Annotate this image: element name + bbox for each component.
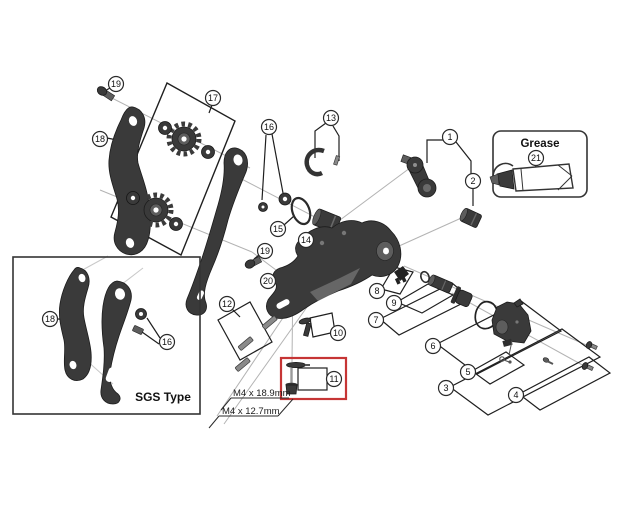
bracket-6 bbox=[435, 300, 563, 375]
callout-10: 10 bbox=[329, 324, 347, 342]
mount-screw-b bbox=[581, 362, 594, 371]
callout-14: 14 bbox=[297, 231, 315, 249]
bolt-small-4 bbox=[542, 357, 554, 365]
sgs-type-label: SGS Type bbox=[135, 390, 191, 404]
svg-text:15: 15 bbox=[273, 224, 283, 234]
screw11-box bbox=[297, 367, 328, 391]
callout-20: 20 bbox=[259, 272, 277, 290]
bracket-4 bbox=[517, 356, 612, 411]
screw-11-vertical bbox=[285, 368, 298, 395]
pulley-upper bbox=[166, 121, 202, 157]
svg-text:19: 19 bbox=[260, 246, 270, 256]
svg-text:16: 16 bbox=[162, 337, 172, 347]
connector-8 bbox=[394, 266, 409, 285]
callout-4: 4 bbox=[507, 386, 525, 404]
svg-text:8: 8 bbox=[374, 286, 379, 296]
callout-18: 18 bbox=[41, 310, 59, 328]
grease-box-title: Grease bbox=[520, 138, 559, 150]
svg-text:20: 20 bbox=[263, 276, 273, 286]
callout-7: 7 bbox=[367, 311, 385, 329]
callout-11: 11 bbox=[325, 370, 343, 388]
highlight-box-red bbox=[279, 356, 348, 401]
sgs-inner-plate bbox=[100, 280, 132, 405]
svg-text:16: 16 bbox=[264, 122, 274, 132]
outer-plate-screw-19 bbox=[96, 86, 116, 102]
svg-text:14: 14 bbox=[301, 235, 311, 245]
mount-screw-a bbox=[585, 341, 598, 350]
bolt-part-2 bbox=[459, 208, 482, 228]
svg-text:7: 7 bbox=[373, 315, 378, 325]
svg-text:19: 19 bbox=[111, 79, 121, 89]
screw-label-short: M4 x 12.7mm bbox=[222, 406, 280, 417]
callout-21: 21 bbox=[527, 149, 545, 167]
svg-text:18: 18 bbox=[45, 314, 55, 324]
screw-19b bbox=[244, 256, 263, 269]
callout-1: 1 bbox=[441, 128, 459, 146]
sgs-type-box: SGS Type bbox=[12, 256, 201, 415]
screw-11-horizontal bbox=[286, 361, 310, 368]
callout-2: 2 bbox=[464, 172, 482, 190]
svg-text:18: 18 bbox=[95, 134, 105, 144]
svg-text:5: 5 bbox=[465, 367, 470, 377]
pulley-lower bbox=[138, 192, 174, 228]
callout-9: 9 bbox=[385, 294, 403, 312]
callout-5: 5 bbox=[459, 363, 477, 381]
callout-19: 19 bbox=[256, 242, 274, 260]
c-clip-13 bbox=[304, 147, 341, 177]
outer-cage-plate bbox=[108, 106, 151, 256]
svg-text:4: 4 bbox=[513, 390, 518, 400]
callout-19: 19 bbox=[107, 75, 125, 93]
grease-tube-icon bbox=[489, 162, 574, 192]
callout-13: 13 bbox=[322, 109, 340, 127]
studs-12 bbox=[235, 315, 278, 372]
callout-3: 3 bbox=[437, 379, 455, 397]
svg-text:9: 9 bbox=[391, 298, 396, 308]
pulley-washers bbox=[126, 121, 215, 231]
bracket-13 bbox=[314, 122, 340, 161]
inner-cage-plate bbox=[185, 147, 248, 316]
derailleur-body bbox=[266, 220, 402, 319]
callout-16: 16 bbox=[260, 118, 278, 136]
wire-clip-5 bbox=[499, 356, 512, 364]
bracket-1-2 bbox=[426, 139, 474, 206]
barrel-9 bbox=[428, 274, 454, 294]
callout-16: 16 bbox=[158, 333, 176, 351]
callout-8: 8 bbox=[368, 282, 386, 300]
cage-nut-washer bbox=[258, 192, 292, 212]
callout-17: 17 bbox=[204, 89, 222, 107]
svg-text:12: 12 bbox=[222, 299, 232, 309]
svg-text:6: 6 bbox=[430, 341, 435, 351]
svg-text:3: 3 bbox=[443, 383, 448, 393]
callout-6: 6 bbox=[424, 337, 442, 355]
callout-15: 15 bbox=[269, 220, 287, 238]
svg-text:13: 13 bbox=[326, 113, 336, 123]
bracket-3 bbox=[448, 328, 602, 416]
screw-10 bbox=[298, 317, 312, 337]
motor-unit bbox=[491, 298, 532, 356]
bracket-9 bbox=[395, 283, 455, 314]
svg-text:11: 11 bbox=[329, 374, 338, 384]
screw-label-long: M4 x 18.9mm bbox=[233, 388, 291, 399]
dimension-labels: M4 x 18.9mm M4 x 12.7mm bbox=[208, 388, 294, 429]
end-cap-7 bbox=[450, 286, 473, 308]
svg-text:1: 1 bbox=[447, 132, 452, 142]
svg-text:10: 10 bbox=[333, 328, 343, 338]
gasket bbox=[474, 300, 499, 330]
svg-text:21: 21 bbox=[531, 153, 541, 163]
callout-18: 18 bbox=[91, 130, 109, 148]
svg-text:2: 2 bbox=[470, 176, 475, 186]
bracket-16 bbox=[261, 133, 284, 201]
o-ring-15 bbox=[290, 196, 312, 226]
b-link-part-1 bbox=[400, 154, 437, 198]
o-ring-small bbox=[419, 270, 431, 284]
sgs-outer-plate bbox=[58, 267, 92, 381]
callout-12: 12 bbox=[218, 295, 236, 313]
bracket-5 bbox=[470, 351, 526, 385]
stud-group-box bbox=[217, 301, 273, 361]
svg-text:17: 17 bbox=[208, 93, 218, 103]
grease-box: Grease bbox=[489, 130, 588, 198]
